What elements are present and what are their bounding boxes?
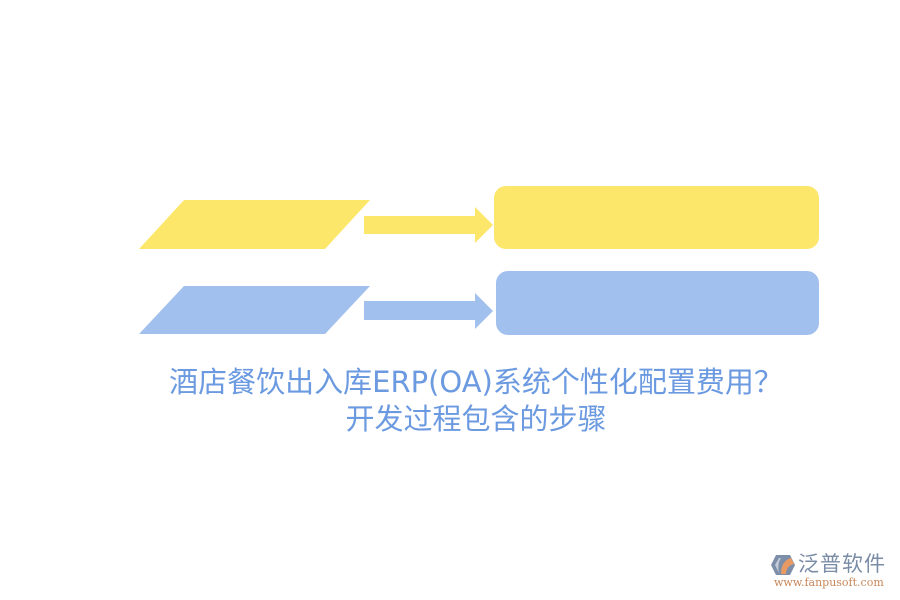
logo-brand-name: 泛普软件 xyxy=(798,552,886,576)
yellow-rounded-box xyxy=(494,186,819,249)
fanpu-logo: 泛普软件 www.fanpusoft.com xyxy=(768,551,898,591)
logo-url: www.fanpusoft.com xyxy=(774,576,884,589)
blue-parallelogram xyxy=(139,286,371,335)
title-line-2: 开发过程包含的步骤 xyxy=(345,402,607,436)
fanpu-logo-icon xyxy=(771,555,795,575)
blue-right-arrow xyxy=(364,293,494,330)
yellow-parallelogram xyxy=(139,200,371,250)
blue-rounded-box xyxy=(496,271,819,335)
yellow-right-arrow xyxy=(364,207,494,244)
title-line-1: 酒店餐饮出入库ERP(OA)系统个性化配置费用？ xyxy=(169,365,783,399)
diagram-title: 酒店餐饮出入库ERP(OA)系统个性化配置费用？ 开发过程包含的步骤 xyxy=(0,364,900,438)
